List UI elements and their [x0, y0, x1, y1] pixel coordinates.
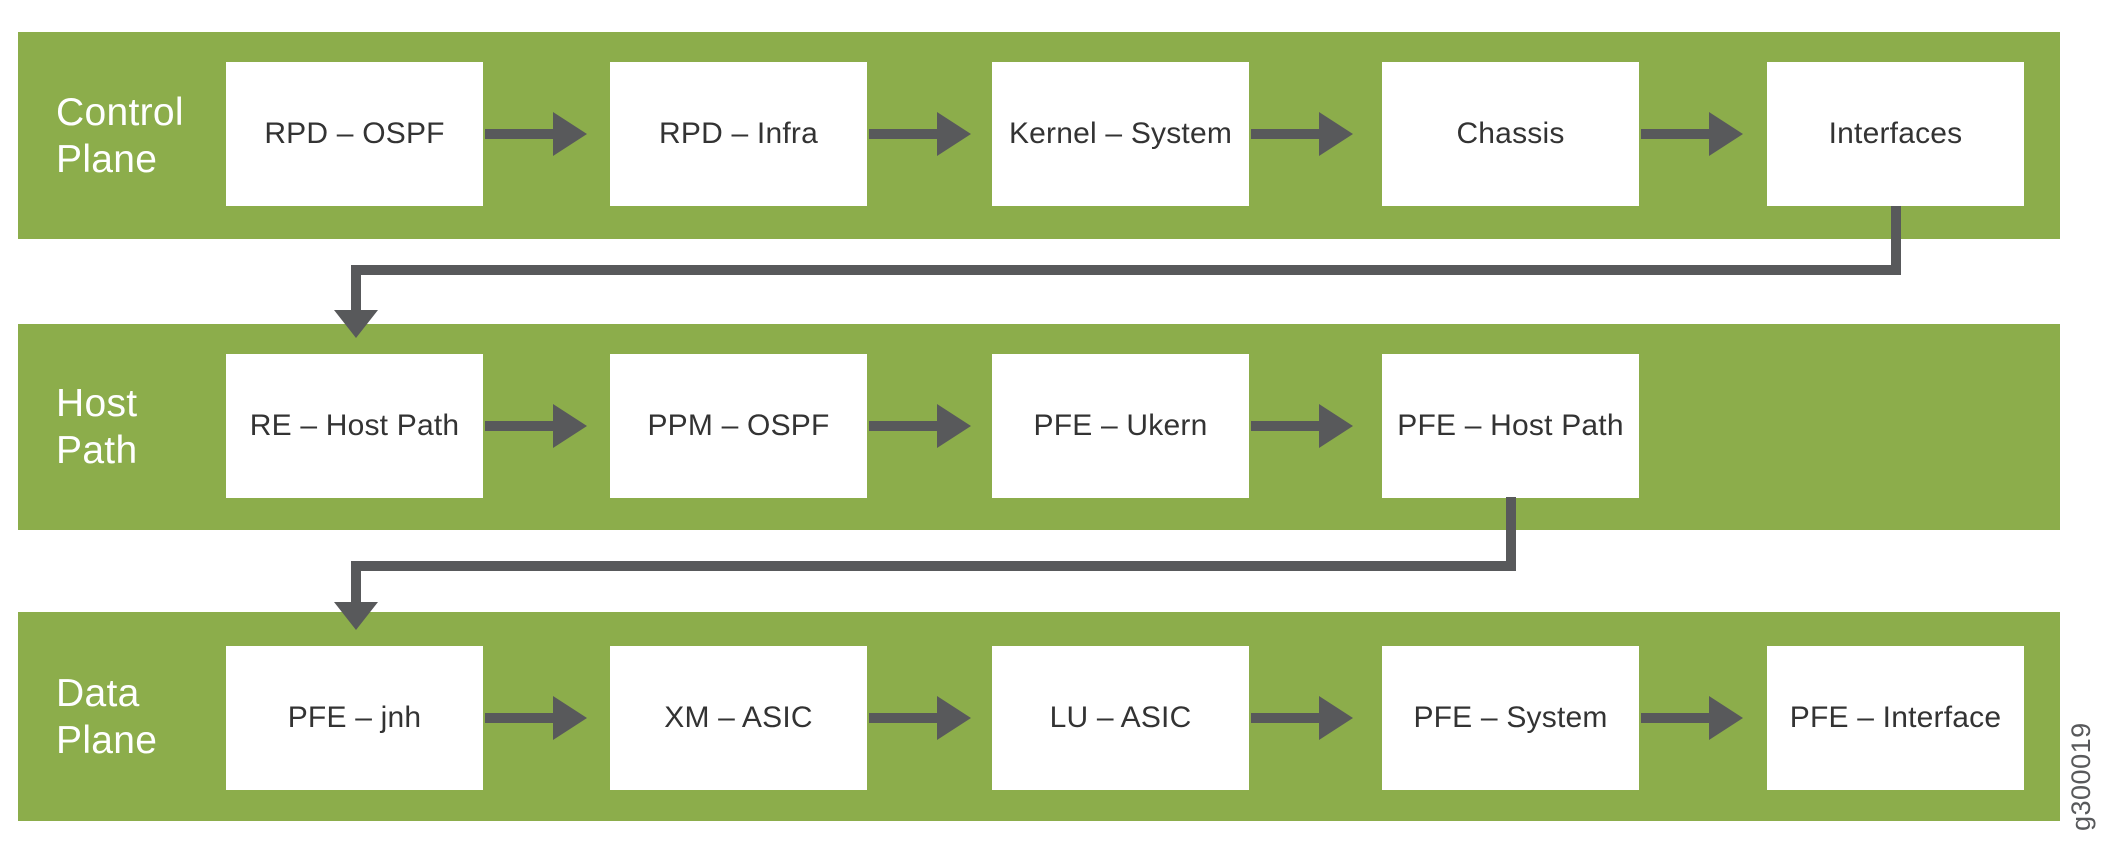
- node-label: XM – ASIC: [664, 701, 813, 734]
- node-box: PPM – OSPF: [610, 354, 867, 498]
- connector-segment-vertical: [1891, 206, 1901, 275]
- node-box: LU – ASIC: [992, 646, 1249, 790]
- flow-arrowhead-icon: [553, 112, 587, 156]
- flow-arrowhead-icon: [553, 696, 587, 740]
- flow-arrowhead-icon: [1319, 696, 1353, 740]
- flow-arrow-shaft: [485, 421, 553, 431]
- flow-arrowhead-icon: [1709, 696, 1743, 740]
- lane-label-line: Host: [56, 382, 138, 425]
- flow-arrow-shaft: [1251, 713, 1319, 723]
- flow-arrow-shaft: [869, 421, 937, 431]
- connector-segment-vertical: [351, 265, 361, 311]
- flow-arrow-shaft: [869, 713, 937, 723]
- flow-arrowhead-icon: [553, 404, 587, 448]
- node-label: Interfaces: [1828, 117, 1963, 150]
- node-box: Kernel – System: [992, 62, 1249, 206]
- flow-arrowhead-icon: [1319, 404, 1353, 448]
- node-box: PFE – System: [1382, 646, 1639, 790]
- node-box: PFE – Ukern: [992, 354, 1249, 498]
- flow-arrow-shaft: [1251, 129, 1319, 139]
- node-box: Chassis: [1382, 62, 1639, 206]
- node-box: XM – ASIC: [610, 646, 867, 790]
- node-label: RPD – OSPF: [264, 117, 445, 150]
- flow-arrowhead-icon: [937, 112, 971, 156]
- flow-arrow-shaft: [1251, 421, 1319, 431]
- node-box: PFE – jnh: [226, 646, 483, 790]
- lane-label-line: Data: [56, 671, 140, 715]
- node-label: RPD – Infra: [659, 117, 818, 150]
- node-label: Kernel – System: [1008, 117, 1233, 150]
- node-label: LU – ASIC: [1049, 701, 1192, 734]
- flow-arrow-shaft: [1641, 713, 1709, 723]
- flow-arrow-shaft: [485, 713, 553, 723]
- node-box: PFE – Interface: [1767, 646, 2024, 790]
- node-label: PFE – Host Path: [1397, 409, 1624, 442]
- node-box: RPD – OSPF: [226, 62, 483, 206]
- arrowhead-down-icon: [334, 310, 378, 338]
- arrowhead-down-icon: [334, 602, 378, 630]
- lane-label-line: Plane: [56, 137, 158, 181]
- node-box: RE – Host Path: [226, 354, 483, 498]
- node-label: PFE – Ukern: [1033, 409, 1208, 442]
- node-label: PFE – jnh: [287, 701, 422, 734]
- flow-arrow-shaft: [1641, 129, 1709, 139]
- flow-arrowhead-icon: [1319, 112, 1353, 156]
- connector-segment-horizontal: [351, 561, 1516, 571]
- flow-arrow-shaft: [485, 129, 553, 139]
- node-label: RE – Host Path: [249, 409, 460, 442]
- lane-label-line: Path: [56, 429, 138, 472]
- node-box: PFE – Host Path: [1382, 354, 1639, 498]
- connector-segment-vertical: [351, 561, 361, 603]
- node-label: PFE – Interface: [1789, 701, 2002, 734]
- connector-segment-horizontal: [351, 265, 1901, 275]
- node-label: Chassis: [1456, 117, 1565, 150]
- lane-label-line: Plane: [56, 718, 158, 762]
- node-label: PFE – System: [1413, 701, 1608, 734]
- connector-segment-vertical: [1506, 497, 1516, 571]
- flow-arrow-shaft: [869, 129, 937, 139]
- flow-arrowhead-icon: [1709, 112, 1743, 156]
- lane-label-line: Control: [56, 90, 184, 134]
- flow-arrowhead-icon: [937, 404, 971, 448]
- flow-arrowhead-icon: [937, 696, 971, 740]
- node-label: PPM – OSPF: [647, 409, 830, 442]
- node-box: RPD – Infra: [610, 62, 867, 206]
- figure-id: g300019: [2066, 722, 2096, 831]
- node-box: Interfaces: [1767, 62, 2024, 206]
